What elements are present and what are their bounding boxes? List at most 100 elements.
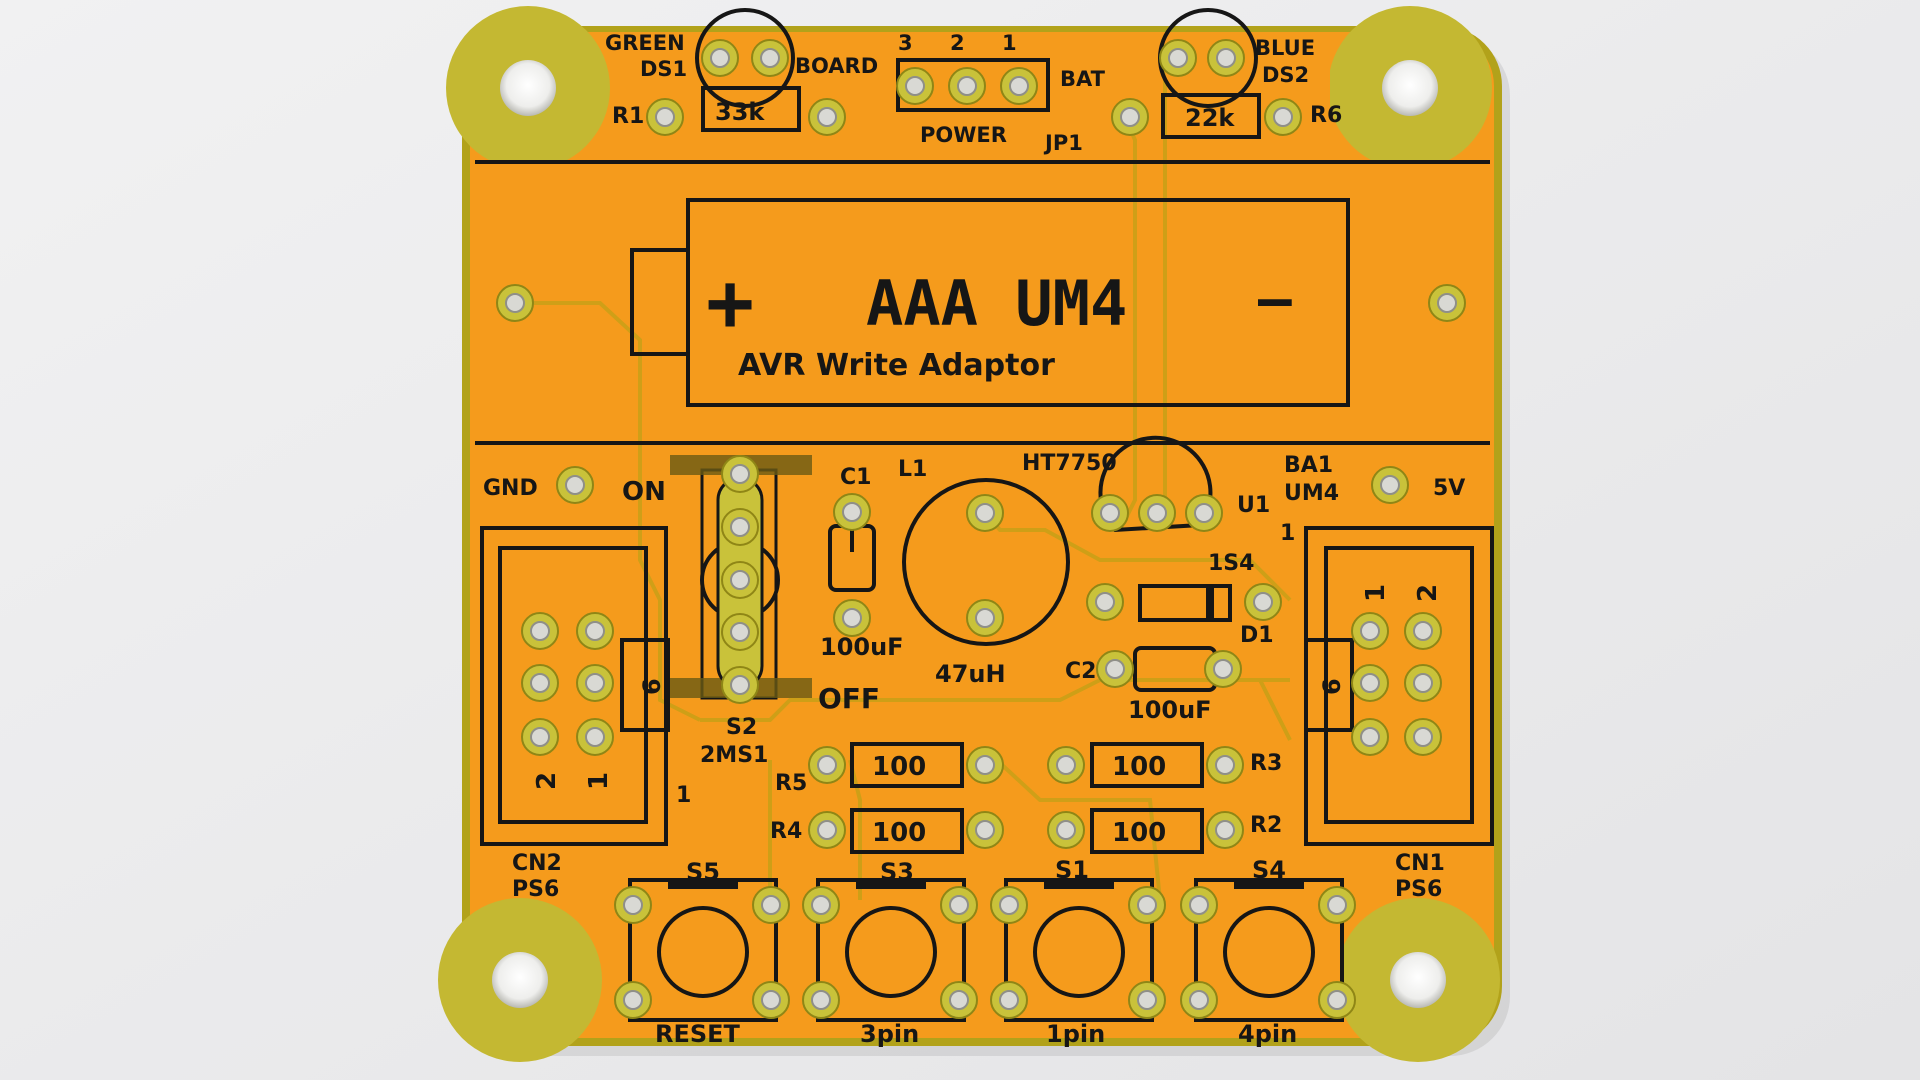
solder-pad bbox=[752, 981, 790, 1019]
solder-pad bbox=[556, 466, 594, 504]
label-r6: R6 bbox=[1310, 103, 1342, 128]
solder-pad bbox=[721, 613, 759, 651]
solder-pad bbox=[1204, 650, 1242, 688]
solder-pad bbox=[701, 39, 739, 77]
solder-pad bbox=[1404, 718, 1442, 756]
label-cn2-type: PS6 bbox=[512, 877, 559, 902]
solder-pad bbox=[1318, 886, 1356, 924]
label-off: OFF bbox=[818, 682, 880, 715]
label-on: ON bbox=[622, 477, 666, 507]
solder-pad bbox=[1159, 39, 1197, 77]
label-s2: S2 bbox=[726, 715, 757, 740]
label-cn2-key: 6 bbox=[638, 678, 666, 695]
label-r1: R1 bbox=[612, 104, 644, 129]
solder-pad bbox=[808, 746, 846, 784]
solder-pad bbox=[1047, 746, 1085, 784]
solder-pad bbox=[521, 612, 559, 650]
label-c1: C1 bbox=[840, 465, 871, 490]
label-blue: BLUE bbox=[1255, 36, 1315, 60]
solder-pad bbox=[751, 39, 789, 77]
mounting-hole-bottom-right bbox=[1336, 898, 1500, 1062]
solder-pad bbox=[1111, 98, 1149, 136]
label-c2: C2 bbox=[1065, 659, 1096, 684]
solder-pad bbox=[1264, 98, 1302, 136]
solder-pad bbox=[1096, 650, 1134, 688]
label-pin3: 3 bbox=[898, 31, 913, 55]
label-jp1: JP1 bbox=[1043, 131, 1083, 155]
solder-pad bbox=[752, 886, 790, 924]
solder-pad bbox=[990, 886, 1028, 924]
silkscreen-lines bbox=[475, 8, 1494, 1022]
label-1s4: 1S4 bbox=[1208, 551, 1254, 576]
label-r1-value: 33k bbox=[715, 98, 765, 126]
label-2ms1: 2MS1 bbox=[700, 743, 768, 768]
label-ba1: BA1 bbox=[1284, 453, 1333, 478]
label-cn2-pin-b: 1 bbox=[584, 772, 614, 790]
label-ht7750: HT7750 bbox=[1022, 451, 1117, 476]
solder-pad bbox=[966, 494, 1004, 532]
solder-pad bbox=[1404, 664, 1442, 702]
label-power: POWER bbox=[920, 123, 1007, 147]
solder-pad bbox=[1047, 811, 1085, 849]
solder-pad bbox=[1128, 981, 1166, 1019]
solder-pad bbox=[1180, 886, 1218, 924]
label-1pin: 1pin bbox=[1046, 1020, 1105, 1048]
solder-pad bbox=[1404, 612, 1442, 650]
label-r3-value: 100 bbox=[1112, 752, 1166, 782]
solder-pad bbox=[948, 67, 986, 105]
label-d1: D1 bbox=[1240, 623, 1274, 648]
solder-pad bbox=[614, 981, 652, 1019]
label-l1-value: 47uH bbox=[935, 660, 1006, 688]
solder-pad bbox=[833, 599, 871, 637]
solder-pad bbox=[1091, 494, 1129, 532]
battery-subtitle: AVR Write Adaptor bbox=[738, 348, 1055, 383]
solder-pad bbox=[802, 886, 840, 924]
solder-pad bbox=[1351, 612, 1389, 650]
solder-pad bbox=[896, 67, 934, 105]
label-cn1-pin-b: 2 bbox=[1413, 584, 1443, 602]
label-3pin: 3pin bbox=[860, 1020, 919, 1048]
solder-pad bbox=[1371, 466, 1409, 504]
solder-pad bbox=[833, 493, 871, 531]
battery-type: AAA UM4 bbox=[866, 267, 1127, 340]
label-um4: UM4 bbox=[1284, 481, 1339, 506]
solder-pad bbox=[576, 664, 614, 702]
label-5v: 5V bbox=[1433, 476, 1465, 501]
label-l1: L1 bbox=[898, 457, 927, 482]
label-s4: S4 bbox=[1252, 856, 1286, 884]
solder-pad bbox=[1351, 664, 1389, 702]
solder-pad bbox=[614, 886, 652, 924]
solder-pad bbox=[1318, 981, 1356, 1019]
solder-pad bbox=[1244, 583, 1282, 621]
label-ds1: DS1 bbox=[640, 57, 687, 81]
label-bat: BAT bbox=[1060, 67, 1106, 91]
silkscreen-text: GREEN DS1 BOARD R1 33k 3 2 1 BAT POWER J… bbox=[483, 31, 1465, 1048]
solder-pad bbox=[1128, 886, 1166, 924]
solder-pad bbox=[576, 718, 614, 756]
solder-pad bbox=[646, 98, 684, 136]
solder-pad bbox=[1206, 746, 1244, 784]
solder-pad bbox=[721, 508, 759, 546]
label-c2-value: 100uF bbox=[1128, 696, 1212, 724]
solder-pad bbox=[808, 811, 846, 849]
label-green: GREEN bbox=[605, 31, 685, 55]
solder-pad bbox=[521, 718, 559, 756]
label-cn1: CN1 bbox=[1395, 851, 1445, 876]
solder-pad bbox=[966, 811, 1004, 849]
solder-pad bbox=[966, 746, 1004, 784]
solder-pad bbox=[1086, 583, 1124, 621]
label-4pin: 4pin bbox=[1238, 1020, 1297, 1048]
label-cn1-type: PS6 bbox=[1395, 877, 1442, 902]
label-c1-value: 100uF bbox=[820, 633, 904, 661]
solder-pad bbox=[808, 98, 846, 136]
label-s3: S3 bbox=[880, 858, 914, 886]
label-s5: S5 bbox=[686, 858, 720, 886]
label-cn1-key: 6 bbox=[1318, 678, 1346, 695]
solder-pad bbox=[1428, 284, 1466, 322]
solder-pad bbox=[1138, 494, 1176, 532]
label-r6-value: 22k bbox=[1185, 104, 1235, 132]
solder-pad bbox=[721, 561, 759, 599]
label-gnd: GND bbox=[483, 476, 538, 501]
label-r3: R3 bbox=[1250, 751, 1282, 776]
solder-pad bbox=[940, 886, 978, 924]
